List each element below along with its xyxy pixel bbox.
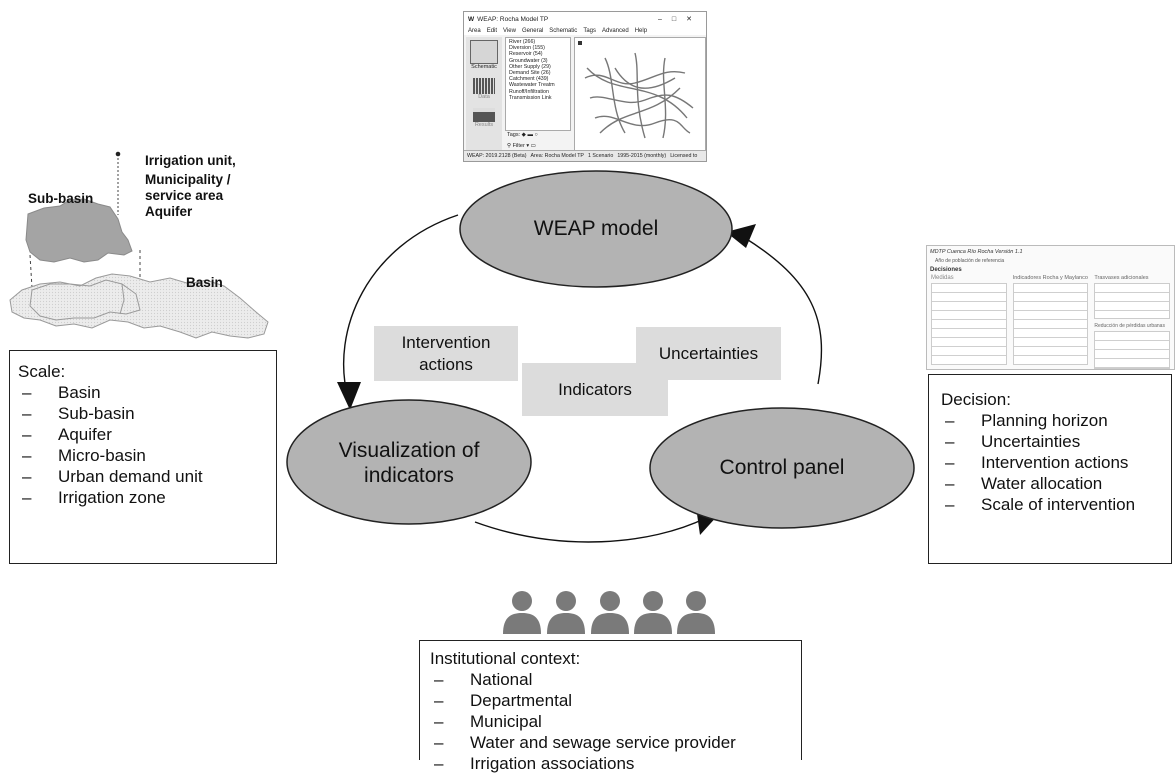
list-item: –Planning horizon — [945, 411, 1108, 430]
scale-list: –Basin –Sub-basin –Aquifer –Micro-basin … — [18, 382, 268, 508]
control-panel-node — [649, 407, 915, 529]
institutional-list: –National –Departmental –Municipal –Wate… — [430, 669, 793, 774]
list-item: –Basin — [22, 383, 101, 402]
visualization-label: Visualization of indicators — [338, 439, 480, 487]
basin-label: Basin — [186, 275, 223, 290]
decision-box: Decision: –Planning horizon –Uncertainti… — [928, 374, 1172, 564]
sub-basin-shape — [25, 198, 133, 263]
list-item: –Irrigation zone — [22, 488, 166, 507]
intervention-actions-label: Intervention actions — [374, 326, 518, 381]
weap-model-node — [459, 170, 733, 288]
basin-map-illustration — [9, 151, 269, 339]
point-marker — [115, 151, 121, 157]
weap-filter: ⚲ Filter ▾ ▭ — [507, 143, 536, 149]
weap-titlebar: W WEAP: Rocha Model TP –□✕ — [464, 12, 706, 26]
decision-title: Decision: — [941, 390, 1011, 409]
list-item: –National — [434, 670, 533, 689]
weap-view-bar: Schematic Data Results — [466, 37, 502, 152]
municipality-label: Municipality / service area Aquifer — [145, 172, 231, 219]
person-icon — [634, 591, 672, 634]
list-item: –Sub-basin — [22, 404, 135, 423]
list-item: –Micro-basin — [22, 446, 146, 465]
visualization-node — [286, 399, 532, 525]
institutional-title: Institutional context: — [430, 649, 581, 668]
arrow-control-to-weap — [744, 237, 823, 385]
list-item: –Uncertainties — [945, 432, 1081, 451]
arrowhead — [726, 224, 756, 248]
list-item: –Water allocation — [945, 474, 1103, 493]
list-item: –Municipal — [434, 712, 542, 731]
list-item: –Irrigation associations — [434, 754, 635, 773]
institutional-context-box: Institutional context: –National –Depart… — [419, 640, 802, 773]
sub-basin-label: Sub-basin — [28, 191, 94, 206]
weap-tags: Tags: ◆ ▬ ○ — [507, 132, 538, 138]
list-item: –Urban demand unit — [22, 467, 203, 486]
list-item: –Water and sewage service provider — [434, 733, 736, 752]
list-item: –Intervention actions — [945, 453, 1129, 472]
list-item: –Departmental — [434, 691, 573, 710]
weap-statusbar: WEAP: 2019.2128 (Beta)Area: Rocha Model … — [464, 150, 706, 161]
arrowhead — [337, 382, 361, 410]
indicators-label: Indicators — [522, 363, 668, 416]
person-icon — [677, 591, 715, 634]
scale-title: Scale: — [18, 362, 66, 381]
list-item: –Scale of intervention — [945, 495, 1136, 514]
list-item: –Aquifer — [22, 425, 112, 444]
stakeholder-group-icon — [503, 591, 715, 634]
irrigation-unit-label: Irrigation unit, — [145, 153, 236, 168]
control-panel-screenshot: MDTP Cuenca Río Rocha Versión 1.1 Año de… — [926, 245, 1175, 370]
weap-model-label: WEAP model — [533, 217, 659, 240]
decision-list: –Planning horizon –Uncertainties –Interv… — [941, 410, 1163, 515]
control-panel-label: Control panel — [719, 456, 845, 479]
arrow-weap-to-visualization — [342, 214, 459, 399]
person-icon — [591, 591, 629, 634]
arrow-visualization-to-control — [474, 517, 707, 543]
person-icon — [503, 591, 541, 634]
person-icon — [547, 591, 585, 634]
weap-layer-list: River (266)Diversion (155) Reservoir (54… — [505, 37, 571, 131]
scale-box: Scale: –Basin –Sub-basin –Aquifer –Micro… — [9, 350, 277, 564]
weap-map — [574, 37, 706, 154]
